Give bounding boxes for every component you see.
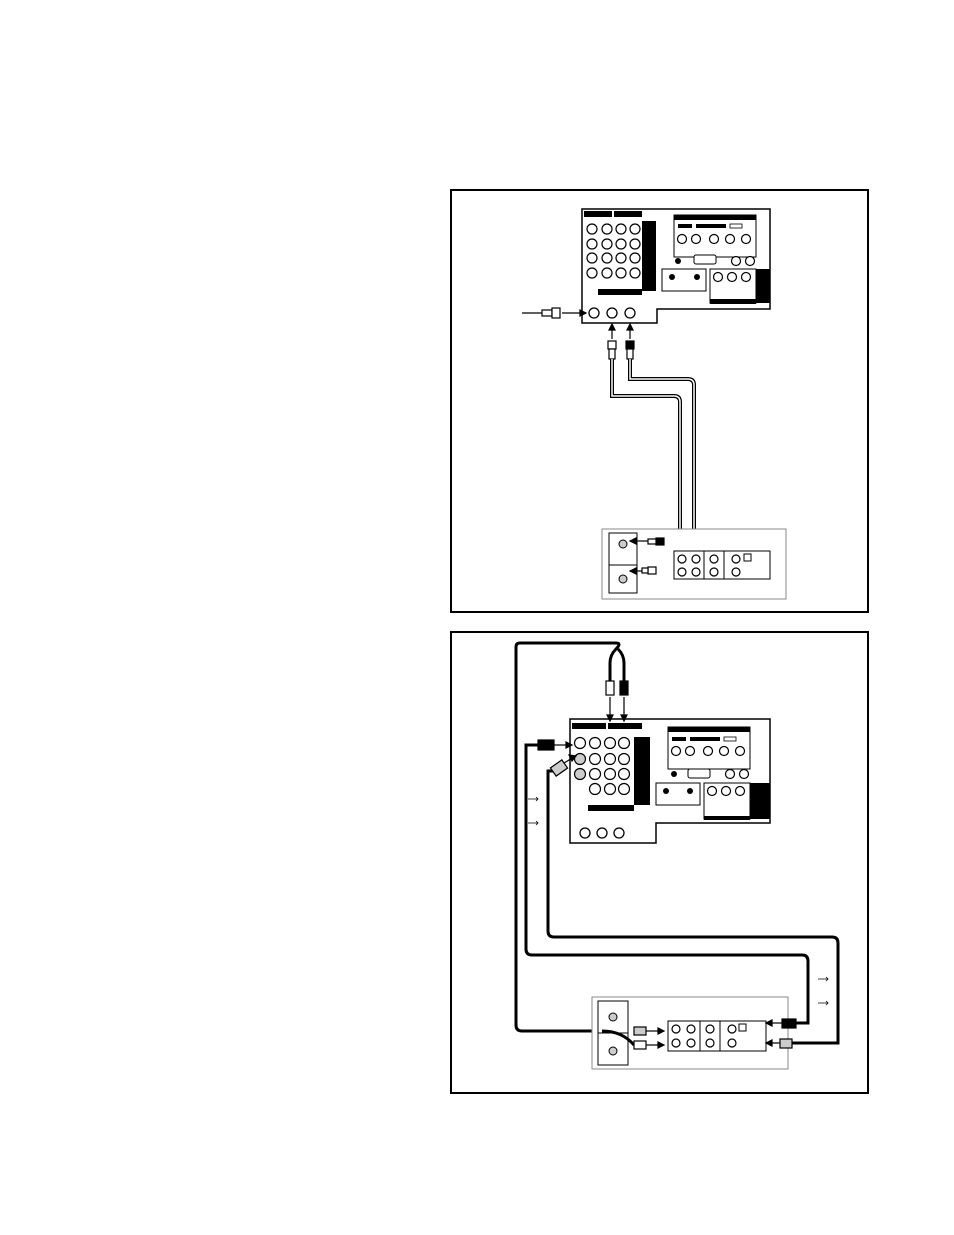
antenna-cable (522, 308, 586, 318)
tv-rf-jacks (589, 308, 635, 318)
connection-diagram-antenna (450, 189, 869, 613)
rf-connectors (608, 324, 634, 359)
av-hookup-svg (452, 633, 867, 1092)
vcr-rear-panel (592, 997, 788, 1069)
antenna-hookup-svg (452, 191, 867, 611)
vcr-rear-panel (602, 529, 786, 599)
audio-connectors-top (606, 681, 628, 721)
connection-diagram-audio-video (450, 631, 869, 1094)
tv-rf-jacks (580, 828, 624, 838)
tv-output-block (662, 215, 770, 304)
